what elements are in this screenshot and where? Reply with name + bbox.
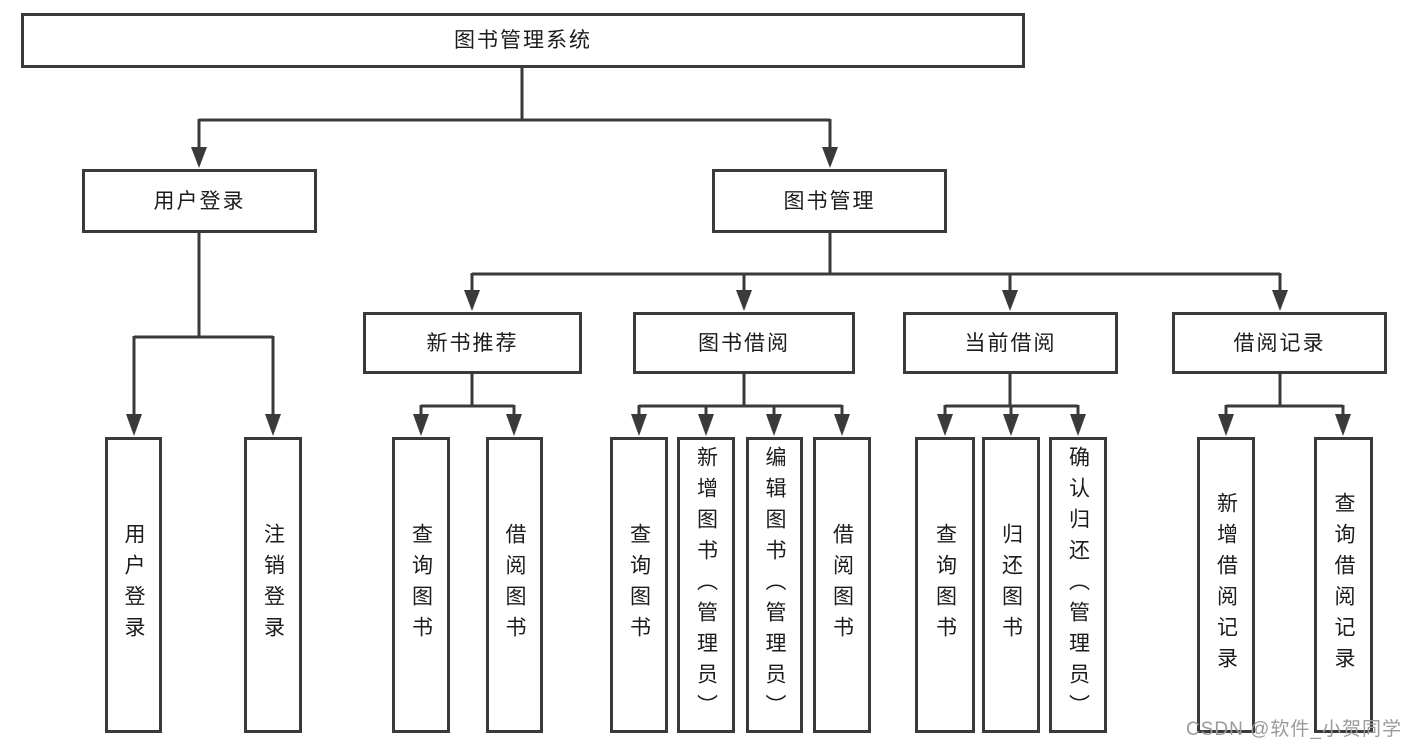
node-borrow-records: 借阅记录 xyxy=(1172,312,1387,374)
leaf-query-borrow-record: 查询借阅记录 xyxy=(1314,437,1373,733)
leaf-add-borrow-record: 新增借阅记录 xyxy=(1197,437,1255,733)
leaf-label: 借阅图书 xyxy=(503,523,526,647)
leaf-label: 新增图书（管理员） xyxy=(694,445,718,725)
leaf-label: 归还图书 xyxy=(999,523,1023,647)
leaf-borrow-books-recommend: 借阅图书 xyxy=(486,437,543,733)
leaf-borrow-books: 借阅图书 xyxy=(813,437,871,733)
leaf-label: 查询借阅记录 xyxy=(1332,492,1355,678)
leaf-query-books-borrow: 查询图书 xyxy=(610,437,668,733)
leaf-label: 新增借阅记录 xyxy=(1214,492,1238,678)
leaf-label: 借阅图书 xyxy=(830,523,854,647)
node-book-management: 图书管理 xyxy=(712,169,947,233)
leaf-label: 用户登录 xyxy=(122,523,145,647)
watermark: CSDN @软件_小贺同学 xyxy=(1186,719,1402,740)
leaf-label: 查询图书 xyxy=(933,523,957,647)
leaf-label: 注销登录 xyxy=(261,523,285,647)
node-user-login: 用户登录 xyxy=(82,169,317,233)
leaf-label: 查询图书 xyxy=(627,523,651,647)
leaf-label: 编辑图书（管理员） xyxy=(763,445,786,725)
node-new-book-recommend: 新书推荐 xyxy=(363,312,582,374)
leaf-return-books: 归还图书 xyxy=(982,437,1040,733)
leaf-query-books-current: 查询图书 xyxy=(915,437,975,733)
leaf-label: 确认归还（管理员） xyxy=(1066,445,1090,725)
leaf-user-login: 用户登录 xyxy=(105,437,162,733)
node-current-borrow: 当前借阅 xyxy=(903,312,1118,374)
leaf-logout: 注销登录 xyxy=(244,437,302,733)
leaf-label: 查询图书 xyxy=(409,523,433,647)
node-book-borrow: 图书借阅 xyxy=(633,312,855,374)
leaf-confirm-return-admin: 确认归还（管理员） xyxy=(1049,437,1107,733)
leaf-edit-book-admin: 编辑图书（管理员） xyxy=(746,437,803,733)
node-library-system: 图书管理系统 xyxy=(21,13,1025,68)
leaf-query-books-recommend: 查询图书 xyxy=(392,437,450,733)
leaf-add-book-admin: 新增图书（管理员） xyxy=(677,437,735,733)
